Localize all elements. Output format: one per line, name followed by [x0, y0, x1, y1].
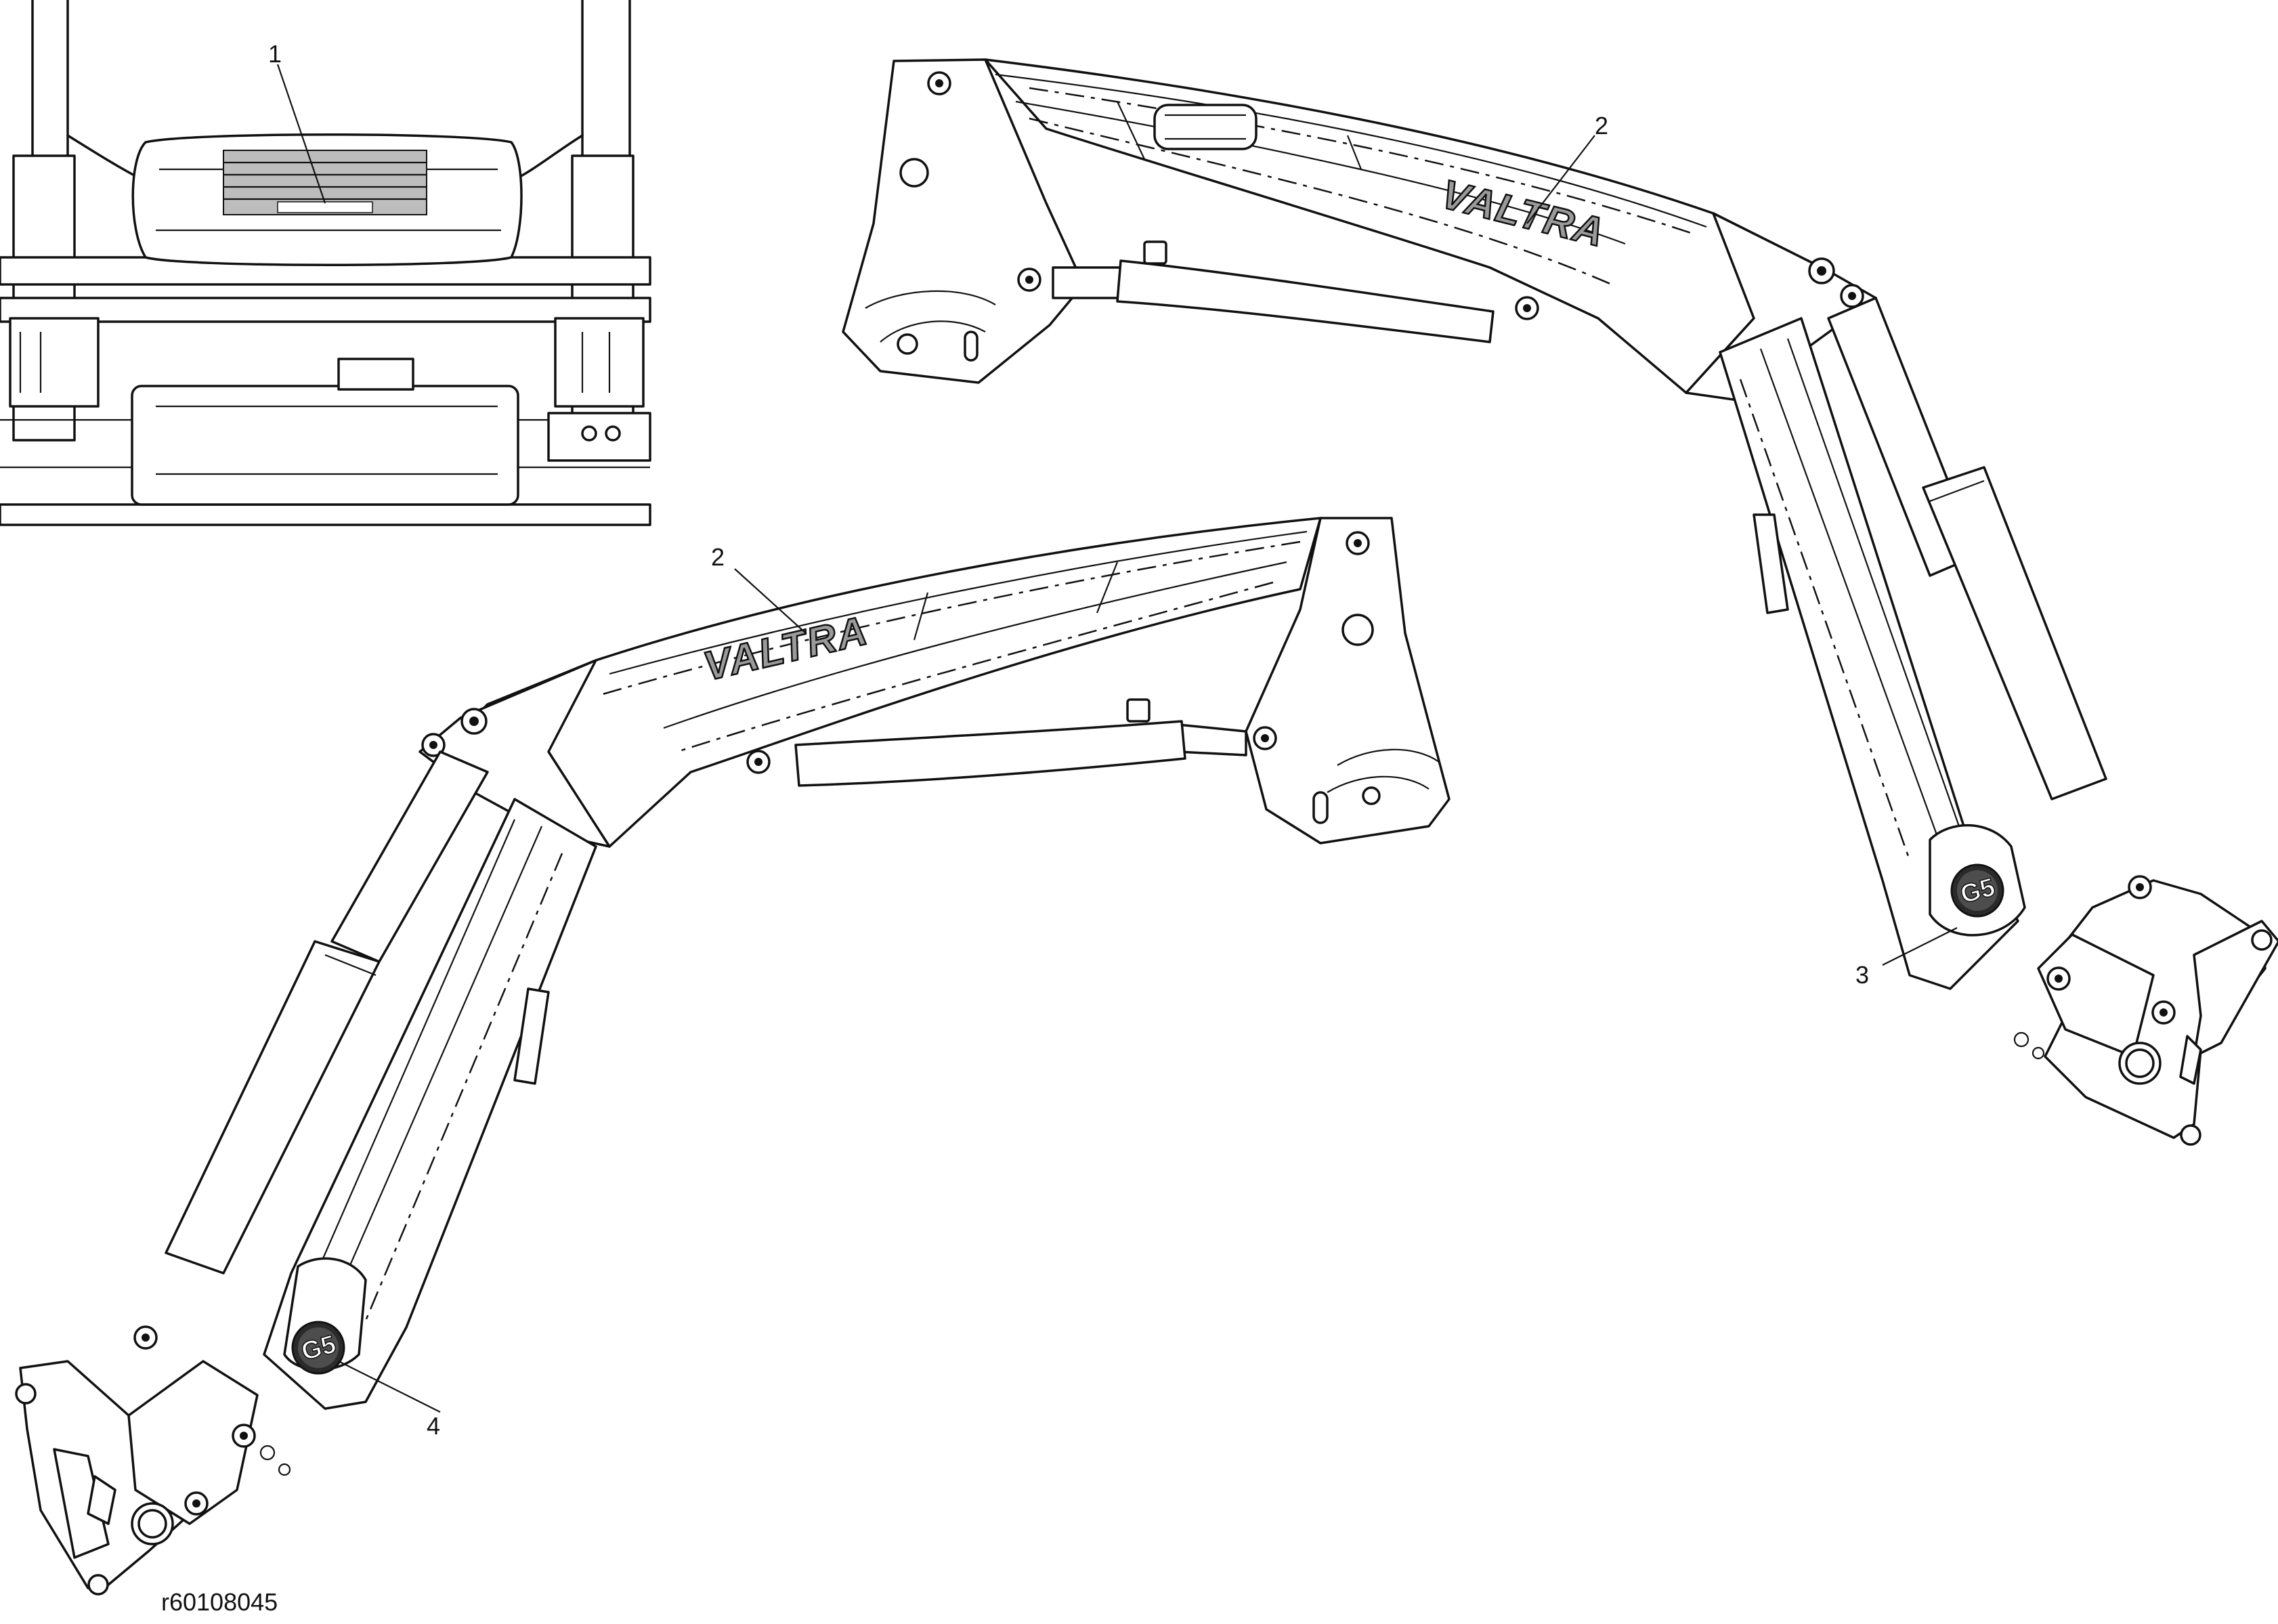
g5-badge-right: G5 [1929, 824, 2026, 937]
g5-badge-left: G5 [283, 1257, 367, 1375]
callout-number: 2 [711, 543, 725, 571]
left-loader-arm: VALTRA G5 [15, 517, 1450, 1596]
callout-number: 2 [1595, 112, 1608, 140]
callout-2-lower: 2 [711, 543, 807, 634]
callout-number: 1 [268, 40, 282, 68]
callout-1: 1 [268, 40, 326, 204]
callout-number: 3 [1855, 961, 1869, 989]
callout-number: 4 [427, 1412, 440, 1440]
front-view-inset [0, 0, 651, 526]
callout-4: 4 [338, 1361, 441, 1440]
callout-3: 3 [1855, 927, 1958, 989]
right-loader-arm: VALTRA G5 [842, 58, 2278, 1146]
callout-2-upper: 2 [1526, 112, 1608, 224]
figure-id: r60108045 [161, 1588, 278, 1616]
